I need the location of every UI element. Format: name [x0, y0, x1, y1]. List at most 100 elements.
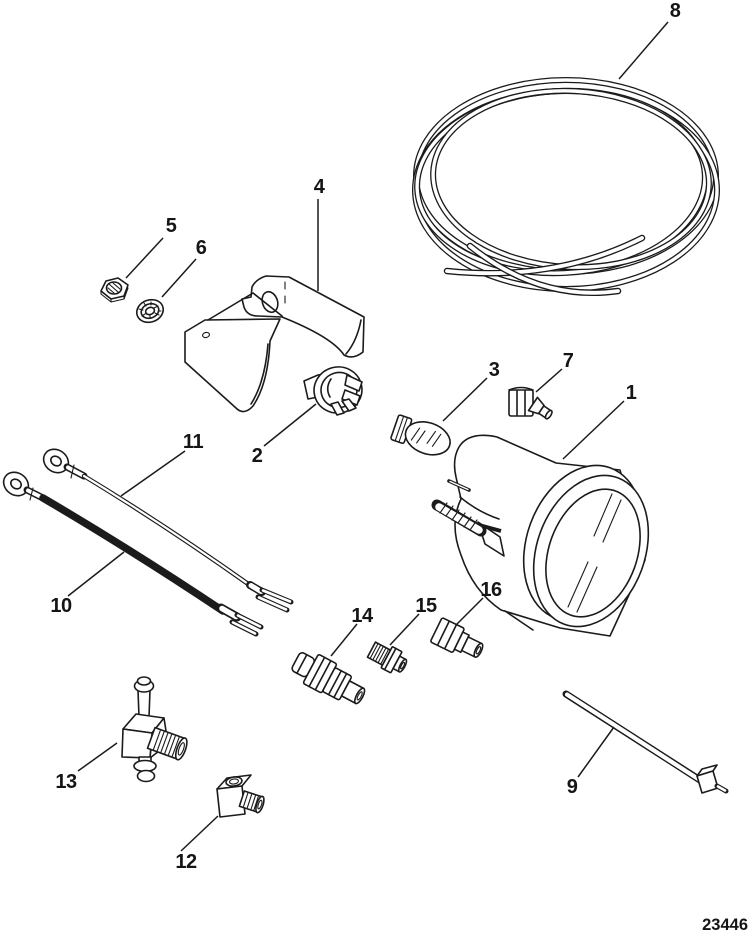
bulb-base-ridges	[394, 415, 408, 443]
nut-thread-hatch	[107, 282, 121, 294]
callout-5: 5	[166, 215, 177, 237]
barb-nozzle	[527, 396, 553, 420]
compression-hex-b-facets	[327, 670, 348, 699]
adapter-bore	[475, 646, 482, 655]
elbow-top-bore	[228, 778, 240, 785]
barb-hex-body	[508, 389, 534, 417]
gauge-terminal-pin	[447, 479, 471, 492]
leader-line-7	[535, 368, 563, 393]
bracket-right-crescent	[345, 319, 362, 355]
leader-line-16	[455, 597, 484, 626]
leader-line-8	[618, 21, 669, 80]
adapter-hex-facets	[437, 621, 457, 649]
mounting-bracket	[184, 275, 365, 413]
washer-teeth	[138, 301, 162, 319]
socket-prong-right	[341, 398, 357, 412]
hex-nut	[100, 277, 129, 303]
gauge-threaded-stud	[431, 499, 487, 537]
callouts: 1 2 3 4 5 6 7 8 9 10 11 12 13 14 15 16	[50, 0, 681, 873]
bracket-left-leg	[184, 318, 281, 413]
black-wire	[2, 471, 264, 637]
gray-wire-spade-terminal	[246, 581, 294, 613]
tee-bottom-cap	[136, 769, 156, 783]
tee-fitting	[121, 676, 188, 783]
callout-14: 14	[351, 605, 374, 627]
callout-13: 13	[55, 771, 77, 793]
gray-wire	[42, 448, 294, 613]
stud-thread-ticks	[439, 502, 478, 531]
connector-hex-facet	[383, 647, 397, 671]
light-bulb	[390, 414, 451, 456]
compression-hex-a-facets	[308, 656, 332, 691]
callout-1: 1	[626, 382, 637, 404]
leader-line-9	[577, 726, 615, 778]
nut-flange	[100, 287, 129, 303]
leader-line-12	[180, 815, 219, 852]
elbow-threaded-port	[238, 790, 265, 814]
bracket-web-edges	[207, 292, 283, 321]
callout-12: 12	[175, 851, 197, 873]
tee-top-stem	[137, 689, 151, 718]
bracket-hole	[261, 290, 279, 314]
gray-wire-lead	[81, 473, 254, 589]
tee-top-cap	[136, 676, 152, 686]
gray-wire-crimp	[70, 464, 75, 479]
callout-2: 2	[252, 445, 263, 467]
bulb-glass	[404, 421, 451, 456]
bulb-socket	[303, 366, 363, 416]
callout-10: 10	[50, 595, 72, 617]
socket-prong-left	[330, 401, 345, 416]
gauge	[431, 434, 650, 637]
compression-fitting	[291, 652, 366, 705]
leader-line-2	[263, 403, 317, 447]
callout-8: 8	[670, 0, 681, 22]
bulb-filament-marks	[410, 427, 442, 447]
bracket-arch	[241, 275, 365, 358]
barb-hex-facets	[508, 386, 534, 416]
gauge-body-step	[459, 496, 500, 520]
black-wire-spade-terminal	[216, 603, 264, 637]
black-wire-lead	[39, 494, 227, 615]
drawing-number: 23446	[702, 916, 748, 933]
leader-line-5	[125, 237, 164, 279]
adapter-fitting	[430, 617, 484, 658]
socket-slot	[326, 378, 332, 398]
tubing-coil	[412, 77, 720, 297]
gauge-glass-shine	[567, 493, 622, 613]
washer-hole	[144, 306, 156, 316]
callout-15: 15	[415, 595, 437, 617]
tee-threaded-port	[146, 726, 188, 761]
leader-line-11	[120, 450, 186, 497]
bracket-small-hole	[202, 331, 210, 339]
barb-fitting	[508, 386, 553, 420]
bracket-left-crescent	[250, 343, 269, 405]
elbow-fitting	[216, 774, 265, 818]
leader-line-6	[161, 258, 197, 298]
callout-9: 9	[567, 776, 578, 798]
leader-line-3	[442, 377, 488, 422]
callout-3: 3	[489, 359, 500, 381]
lock-washer	[135, 298, 165, 324]
connector-bore	[400, 661, 406, 670]
leader-line-14	[330, 623, 358, 657]
compression-bore	[356, 691, 363, 701]
leader-line-10	[67, 551, 125, 597]
socket-key-upper	[344, 374, 363, 392]
gauge-bezel-front	[532, 474, 650, 628]
male-connector-fitting	[366, 641, 408, 674]
cable-tie	[562, 690, 729, 794]
callout-16: 16	[480, 579, 502, 601]
black-wire-ring-hole	[10, 478, 22, 490]
black-wire-crimp	[29, 487, 34, 501]
gray-wire-ring-hole	[50, 455, 62, 467]
leader-line-15	[389, 613, 420, 646]
connector-thread-ticks	[369, 642, 390, 665]
socket-key-lower	[341, 389, 361, 406]
tee-block-front	[121, 728, 153, 759]
leader-line-1	[562, 400, 625, 460]
callout-11: 11	[183, 431, 204, 453]
callout-7: 7	[563, 350, 574, 372]
